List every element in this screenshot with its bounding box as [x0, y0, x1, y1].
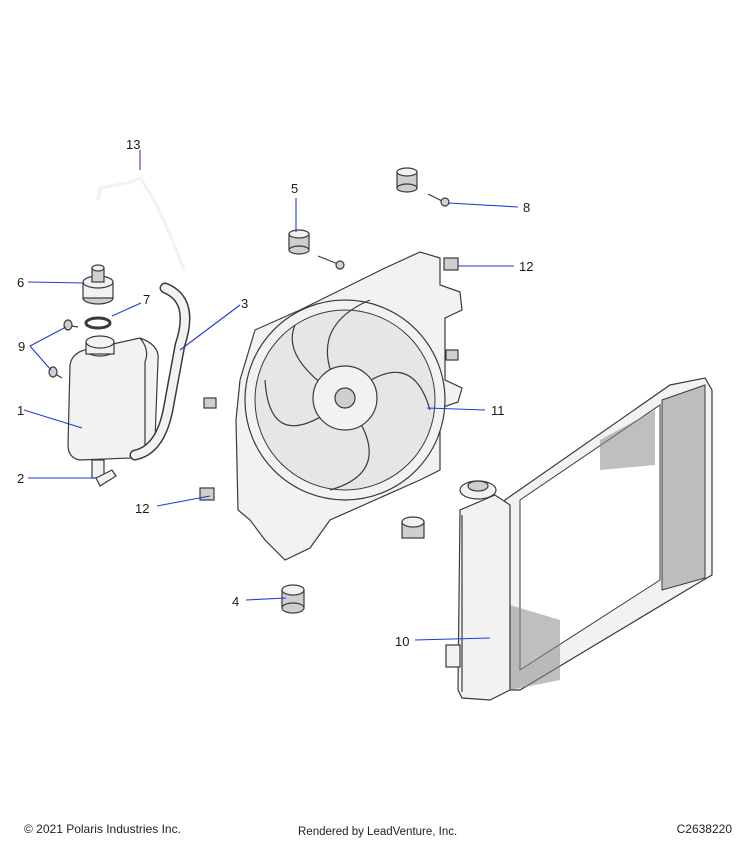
part-4-grommet[interactable] [281, 584, 305, 614]
callout-3: 3 [241, 296, 248, 311]
part-12-mounting-studs[interactable] [199, 257, 459, 501]
callout-5: 5 [291, 181, 298, 196]
part-6-reservoir-cap[interactable] [82, 264, 114, 305]
callout-4: 4 [232, 594, 239, 609]
leader-1 [23, 409, 83, 429]
leader-3 [179, 304, 241, 351]
part-2-elbow-fitting[interactable] [91, 459, 117, 487]
part-7-o-ring[interactable] [84, 316, 112, 330]
part-13-vent-hose[interactable] [96, 176, 186, 271]
callout-6: 6 [17, 275, 24, 290]
callout-10: 10 [395, 634, 409, 649]
callout-7: 7 [143, 292, 150, 307]
callout-1: 1 [17, 403, 24, 418]
leader-8 [447, 202, 519, 208]
drawing-id-text: C2638220 [676, 822, 732, 836]
leader-9a [29, 326, 67, 347]
leader-10 [414, 637, 491, 641]
callout-8: 8 [523, 200, 530, 215]
leader-11 [426, 407, 486, 411]
leader-7 [111, 302, 142, 317]
leader-4 [245, 597, 287, 601]
callout-13: 13 [126, 137, 140, 152]
callout-labels: 13 6 7 9 1 2 3 5 8 12 11 12 4 10 [17, 137, 533, 649]
part-1-coolant-reservoir[interactable] [67, 335, 159, 461]
callout-12-upper: 12 [519, 259, 533, 274]
leader-12b [156, 495, 211, 507]
leader-6 [27, 281, 85, 284]
grommet-upper [401, 516, 425, 539]
callout-2: 2 [17, 471, 24, 486]
copyright-text: © 2021 Polaris Industries Inc. [24, 822, 181, 836]
callout-12-lower: 12 [135, 501, 149, 516]
callout-11: 11 [491, 403, 505, 418]
part-8-grommet-bolt[interactable] [396, 167, 450, 207]
rendered-by-text: Rendered by LeadVenture, Inc. [298, 826, 458, 838]
callout-9: 9 [18, 339, 25, 354]
part-5-grommet[interactable] [288, 229, 345, 270]
part-11-fan-shroud[interactable] [235, 251, 463, 561]
leader-9b [29, 345, 52, 371]
part-10-radiator[interactable] [445, 377, 713, 701]
part-3-overflow-hose[interactable] [129, 282, 191, 461]
leader-lines [23, 150, 519, 641]
